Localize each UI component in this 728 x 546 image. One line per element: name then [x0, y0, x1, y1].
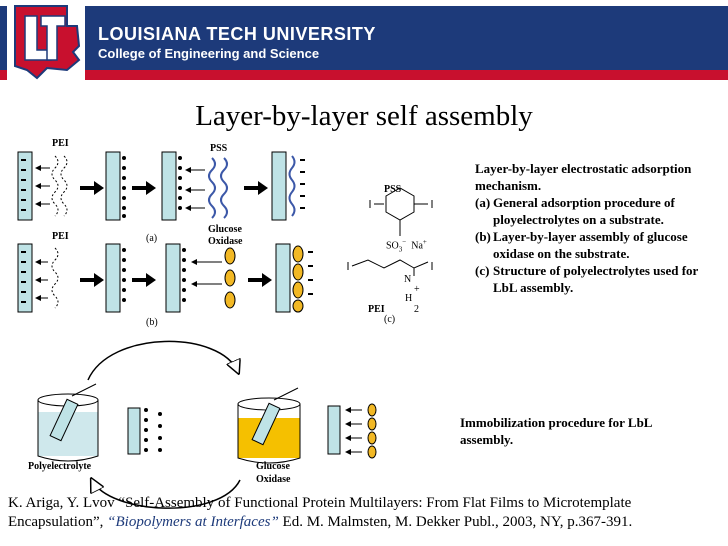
louisiana-tech-logo-icon	[7, 0, 85, 86]
caption-intro: Layer-by-layer electrostatic adsorption …	[475, 161, 692, 193]
label-pei-a: PEI	[52, 138, 69, 149]
caption-item-text: General adsorption procedure of ployelec…	[493, 195, 675, 227]
slide-title: Layer-by-layer self assembly	[195, 100, 533, 132]
reference-book-title: “Biopolymers at Interfaces”	[107, 514, 279, 530]
caption-item: (a)General adsorption procedure of ploye…	[475, 194, 720, 228]
label-glucose-a: Glucose	[208, 224, 242, 235]
beaker-polyelectrolyte	[37, 383, 99, 462]
cycle-arrows	[87, 340, 240, 509]
figure-caption: Layer-by-layer electrostatic adsorption …	[475, 160, 720, 296]
label-pei-structure: PEI	[368, 304, 385, 315]
label-h: H	[405, 293, 413, 304]
beaker-glucose-oxidase	[237, 387, 301, 464]
header: LOUISIANA TECH UNIVERSITY College of Eng…	[0, 0, 728, 90]
university-name: LOUISIANA TECH UNIVERSITY	[98, 24, 376, 44]
immobilization-caption: Immobilization procedure for LbL assembl…	[460, 415, 652, 447]
header-stripe	[0, 70, 728, 80]
reference-publisher: Ed. M. Malmsten, M. Dekker Publ., 2003, …	[278, 514, 633, 530]
label-polyelectrolyte: Polyelectrolyte	[28, 461, 92, 472]
substrate-1	[127, 407, 162, 455]
label-panel-a: (a)	[146, 233, 158, 244]
reference-citation: K. Ariga, Y. Lvov “Self-Assembly of Func…	[8, 494, 723, 532]
row-b	[17, 243, 313, 313]
caption-item-text: Structure of polyelectrolytes used for L…	[493, 263, 699, 295]
label-n: N	[404, 274, 412, 285]
label-pss-a: PSS	[210, 143, 228, 154]
substrate-2	[327, 403, 377, 459]
header-band	[0, 6, 728, 70]
label-panel-b: (b)	[146, 317, 158, 328]
label-pei-b: PEI	[52, 231, 69, 242]
reference-authors: K. Ariga, Y. Lvov “Self-Assembly of Func…	[8, 495, 632, 530]
college-name: College of Engineering and Science	[98, 46, 320, 61]
label-so3: SO3− Na+	[386, 238, 427, 254]
label-oxidase-a: Oxidase	[208, 236, 243, 247]
caption-item-label: (b)	[475, 229, 491, 244]
caption-item-text: Layer-by-layer assembly of glucose oxida…	[493, 229, 688, 261]
label-pss-structure: PSS	[384, 184, 402, 195]
caption-list: (a)General adsorption procedure of ploye…	[475, 194, 720, 296]
label-n-plus: +	[414, 284, 420, 295]
label-panel-c: (c)	[384, 314, 396, 325]
caption-item: (c)Structure of polyelectrolytes used fo…	[475, 262, 720, 296]
label-glucose-c: Glucose	[256, 461, 290, 472]
caption-item: (b)Layer-by-layer assembly of glucose ox…	[475, 228, 720, 262]
caption-item-label: (c)	[475, 263, 490, 278]
structures-c	[347, 187, 433, 276]
row-a	[17, 151, 305, 221]
label-oxidase-c: Oxidase	[256, 474, 291, 485]
label-h-sub: 2	[414, 304, 419, 315]
caption-item-label: (a)	[475, 195, 491, 210]
